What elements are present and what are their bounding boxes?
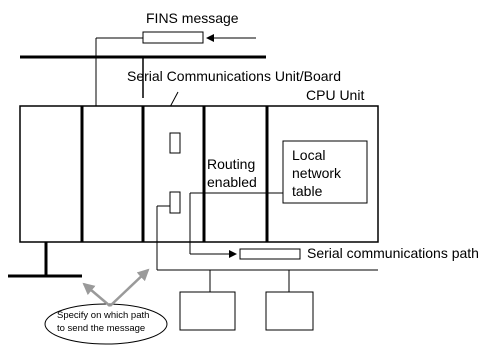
scu-port-lower (169, 191, 181, 214)
cpu-unit-label: CPU Unit (306, 87, 365, 103)
fins-message-label: FINS message (146, 10, 239, 26)
scu-port-upper (169, 132, 181, 154)
local-network-table-label-line2: network (292, 165, 342, 181)
callout-text-line1: Specify on which path (57, 310, 150, 321)
callout-text-line2: to send the message (57, 323, 146, 334)
callout-arrow-right (109, 268, 150, 307)
serial-device (179, 291, 236, 331)
callout-arrow-left (82, 282, 111, 307)
serial-device (265, 291, 314, 331)
routing-enabled-label-line1: Routing (207, 156, 256, 172)
routing-enabled-label-line2: enabled (207, 174, 257, 190)
scu-board-label: Serial Communications Unit/Board (127, 68, 341, 84)
serial-path-box (239, 248, 301, 260)
local-network-table-label-line1: Local (292, 147, 326, 163)
scu-leader-line (169, 91, 179, 108)
fins-message-box (142, 31, 204, 44)
serial-communications-path-label: Serial communications path (307, 245, 479, 261)
local-network-table-box (282, 140, 368, 204)
local-network-table-label-line3: table (292, 183, 323, 199)
